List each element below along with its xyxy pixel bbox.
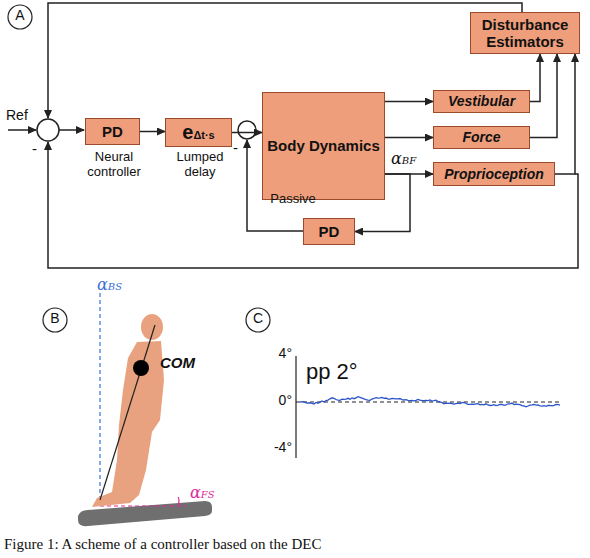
signal-arrow (232, 132, 262, 134)
panel-circle (246, 308, 270, 332)
sensor-box: Force (433, 126, 530, 149)
summing-junction (37, 119, 59, 141)
angle-symbol: αBS (97, 276, 122, 294)
horizontal-reference (100, 505, 186, 506)
feedback-wires (8, 3, 578, 268)
summing-junction (238, 121, 256, 139)
panel-circle (8, 5, 32, 29)
com-label: COM (160, 355, 195, 372)
panel-letter: A (8, 8, 32, 23)
tick-label: -4° (264, 440, 292, 455)
box-text: eΔt·s (182, 121, 214, 144)
angle-arc (178, 497, 179, 506)
box-text: Disturbance Estimators (475, 16, 575, 51)
box-caption: Neural controller (72, 150, 156, 180)
box-text: PD (319, 223, 340, 240)
tick-label: 0° (268, 393, 292, 408)
signal-arrow (555, 54, 575, 174)
box-text: Force (462, 129, 500, 145)
box-text: Body Dynamics (267, 137, 380, 154)
panel-circle (43, 308, 67, 332)
body-axis (100, 325, 155, 500)
com-dot (133, 360, 149, 376)
neural-controller-box: PDNeural controller (85, 118, 140, 145)
y-axis (295, 356, 296, 458)
tick-label: 4° (268, 346, 292, 361)
passive-box: PDPassive (303, 218, 355, 245)
box-text: Proprioception (444, 166, 544, 182)
zero-line (296, 402, 562, 403)
figure-caption: Figure 1: A scheme of a controller based… (4, 536, 321, 553)
box-caption: Passive (263, 192, 323, 207)
body-silhouette (92, 314, 164, 507)
signal-arrow (140, 131, 165, 133)
body-dynamics-box: Body Dynamics (262, 92, 385, 200)
panel-letter: C (246, 311, 270, 326)
sign: - (32, 141, 37, 158)
vertical-reference (99, 292, 100, 500)
sensor-box: Proprioception (433, 162, 555, 186)
sign: - (233, 140, 238, 157)
signal-name: Ref (6, 108, 28, 123)
angle-symbol: αFS (190, 484, 215, 502)
angle-symbol: αBF (391, 150, 416, 168)
signal-arrow (385, 101, 433, 103)
sway-trace (300, 397, 560, 407)
delay-box: eΔt·sLumped delay (165, 118, 232, 147)
sensor-box: Vestibular (433, 90, 530, 113)
plot-annotation: pp 2° (306, 360, 358, 384)
signal-arrow (530, 54, 540, 102)
signal-arrow (530, 54, 557, 138)
signal-arrow (385, 137, 433, 139)
panel-letter: B (43, 311, 67, 326)
estimator-box: Disturbance Estimators (470, 12, 580, 54)
box-text: Vestibular (448, 93, 515, 109)
box-text: PD (102, 123, 123, 140)
box-caption: Lumped delay (160, 150, 240, 180)
